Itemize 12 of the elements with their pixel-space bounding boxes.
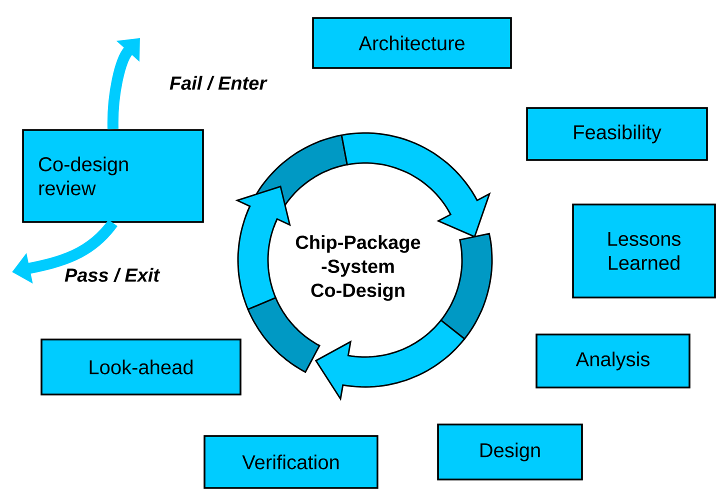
curved-arrow [107,38,140,130]
process-box: Lessons Learned [572,204,716,298]
process-box: Look-ahead [40,338,242,396]
center-title: Chip-Package -System Co-Design [296,235,420,301]
process-box: Architecture [312,17,512,69]
process-box: Co-design review [22,129,204,223]
process-box: Analysis [536,334,690,388]
edge-label: Pass / Exit [64,268,160,282]
process-box: Verification [204,435,378,489]
process-box: Feasibility [526,107,708,161]
process-box: Design [437,424,583,480]
edge-label: Fail / Enter [170,76,268,90]
